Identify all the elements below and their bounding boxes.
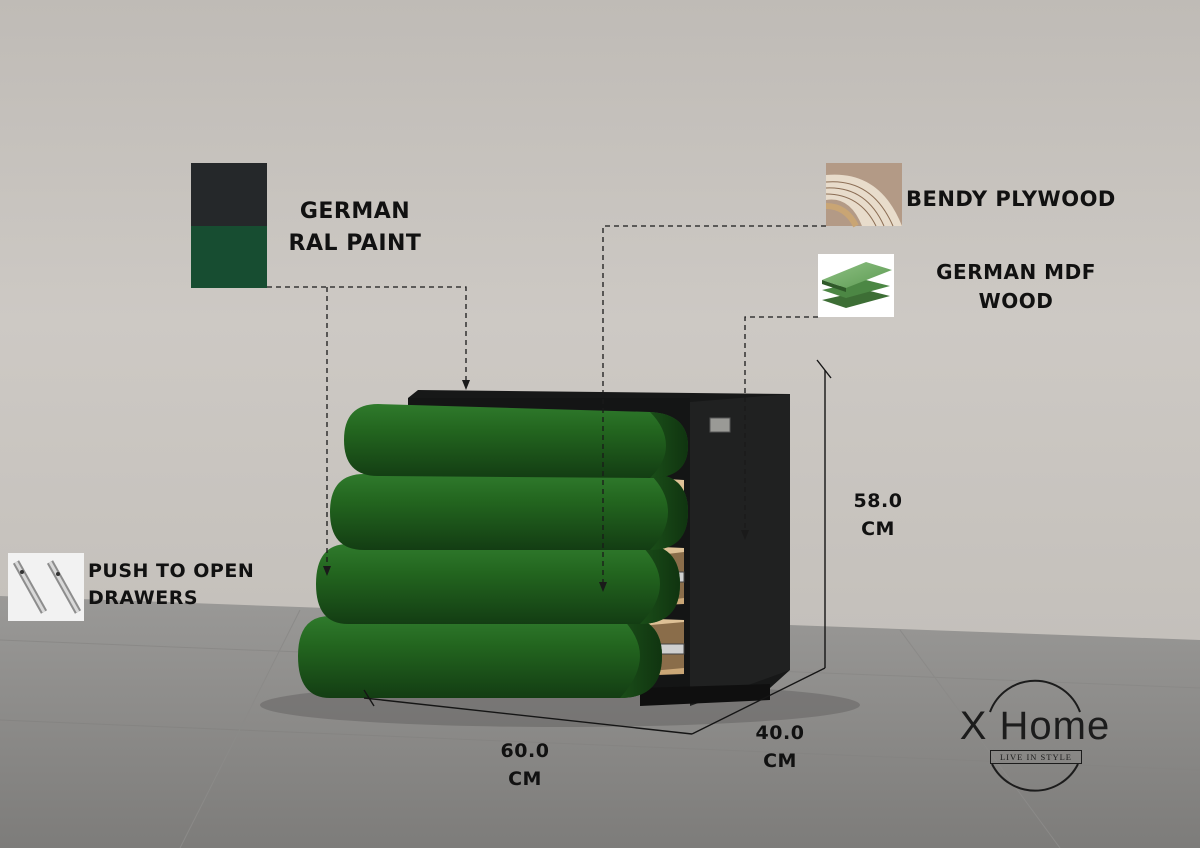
depth-value: 40.0 <box>755 722 805 744</box>
depth-dimension-label: 40.0 CM <box>740 720 820 775</box>
width-dimension-line <box>363 697 693 735</box>
width-dimension-label: 60.0 CM <box>480 738 570 793</box>
width-unit: CM <box>508 767 542 790</box>
drawer-1 <box>344 404 688 478</box>
floor-joint <box>179 609 301 848</box>
mdf-label-line-1: GERMAN MDF <box>936 260 1096 284</box>
leader-arrows <box>323 380 749 592</box>
plywood-label-text: BENDY PLYWOOD <box>906 187 1116 211</box>
paint-swatch-green <box>191 226 267 288</box>
paint-swatch-dark <box>191 163 267 226</box>
mdf-thumbnail <box>818 254 894 317</box>
drawer-2 <box>330 474 688 550</box>
floor-joint <box>0 719 1200 771</box>
paint-label-line-2: RAL PAINT <box>288 230 422 256</box>
logo-tagline: LIVE IN STYLE <box>990 750 1082 764</box>
floor-joint <box>899 629 1061 848</box>
plywood-label: BENDY PLYWOOD <box>906 184 1116 214</box>
logo-name: X Home <box>959 704 1111 748</box>
paint-label-line-1: GERMAN <box>299 199 411 224</box>
drawers-label-line-1: PUSH TO OPEN <box>88 560 255 582</box>
mdf-label: GERMAN MDF WOOD <box>916 258 1116 316</box>
height-value: 58.0 <box>853 490 903 512</box>
drawer-3 <box>316 544 685 624</box>
drawers-label: PUSH TO OPEN DRAWERS <box>88 558 254 611</box>
paint-leader <box>267 286 467 384</box>
mdf-leader <box>744 316 818 534</box>
height-dimension-label: 58.0 CM <box>838 488 918 543</box>
drawers-label-line-2: DRAWERS <box>88 586 199 609</box>
brand-logo: X Home LIVE IN STYLE <box>930 676 1140 788</box>
drawer-slide-thumbnail <box>8 553 84 621</box>
brand-plate <box>709 417 731 433</box>
logo-ring <box>989 679 1081 792</box>
height-unit: CM <box>861 517 895 540</box>
depth-unit: CM <box>763 749 797 772</box>
depth-dimension-line <box>691 667 826 735</box>
drawer-4 <box>298 616 685 698</box>
plywood-thumbnail <box>825 163 902 228</box>
mdf-label-line-2: WOOD <box>978 289 1054 313</box>
callout-leaders <box>267 225 826 586</box>
width-value: 60.0 <box>500 740 550 762</box>
dimension-lines <box>363 359 832 735</box>
plywood-leader <box>602 225 826 586</box>
paint-label: GERMAN RAL PAINT <box>270 196 440 260</box>
